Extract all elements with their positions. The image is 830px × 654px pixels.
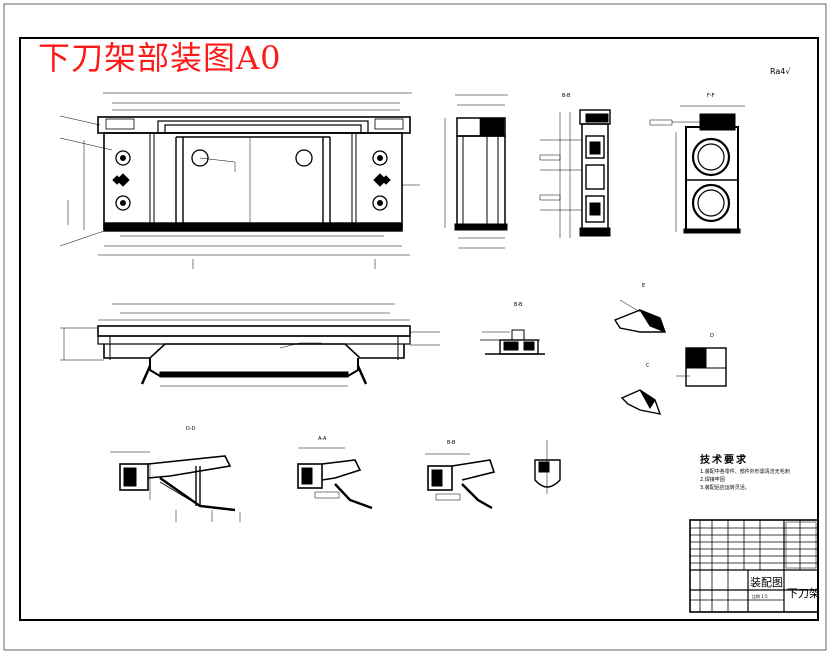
part-name-label: 下刀架	[787, 587, 820, 600]
tech-req-item: 2.焊接牢固	[700, 477, 725, 483]
ff-section	[649, 105, 745, 234]
aa-section	[297, 447, 373, 510]
pin-detail	[534, 440, 561, 494]
bb-top-label: B-B	[562, 93, 571, 99]
dd-section	[110, 451, 241, 522]
scale-label: 比例 1:5	[752, 594, 768, 599]
dd-section-label: D-D	[186, 426, 196, 432]
drawing-type-label: 装配图	[750, 576, 783, 589]
outer-frame	[3, 3, 827, 651]
e-detail-label: E	[642, 283, 646, 289]
c-detail-label: C	[646, 363, 650, 369]
bb-section-bottom	[425, 453, 496, 510]
front-view	[59, 92, 420, 269]
surface-roughness-symbol: Ra4√	[770, 67, 791, 76]
plan-view	[60, 303, 440, 387]
side-view	[444, 94, 508, 249]
title-block	[689, 519, 819, 613]
technical-requirements-title: 技术要求	[700, 455, 748, 466]
tech-req-item: 1.装配中各零件、部件外形需清洁无毛刺	[700, 469, 790, 475]
ff-label: F-F	[707, 93, 715, 99]
detail-views	[613, 299, 727, 415]
bb-section-top	[539, 109, 611, 238]
tech-req-item: 3.装配后应运转灵活。	[700, 485, 750, 491]
drawing-title: 下刀架部装图A0	[38, 39, 282, 77]
d-detail-label: D	[710, 333, 714, 339]
aa-section-label: A-A	[318, 436, 327, 442]
drawing-border	[19, 37, 819, 621]
bb-bottom-label: B-B	[447, 440, 456, 446]
bb-mid-label: B-B	[514, 302, 523, 308]
bb-section-mid	[480, 329, 545, 355]
